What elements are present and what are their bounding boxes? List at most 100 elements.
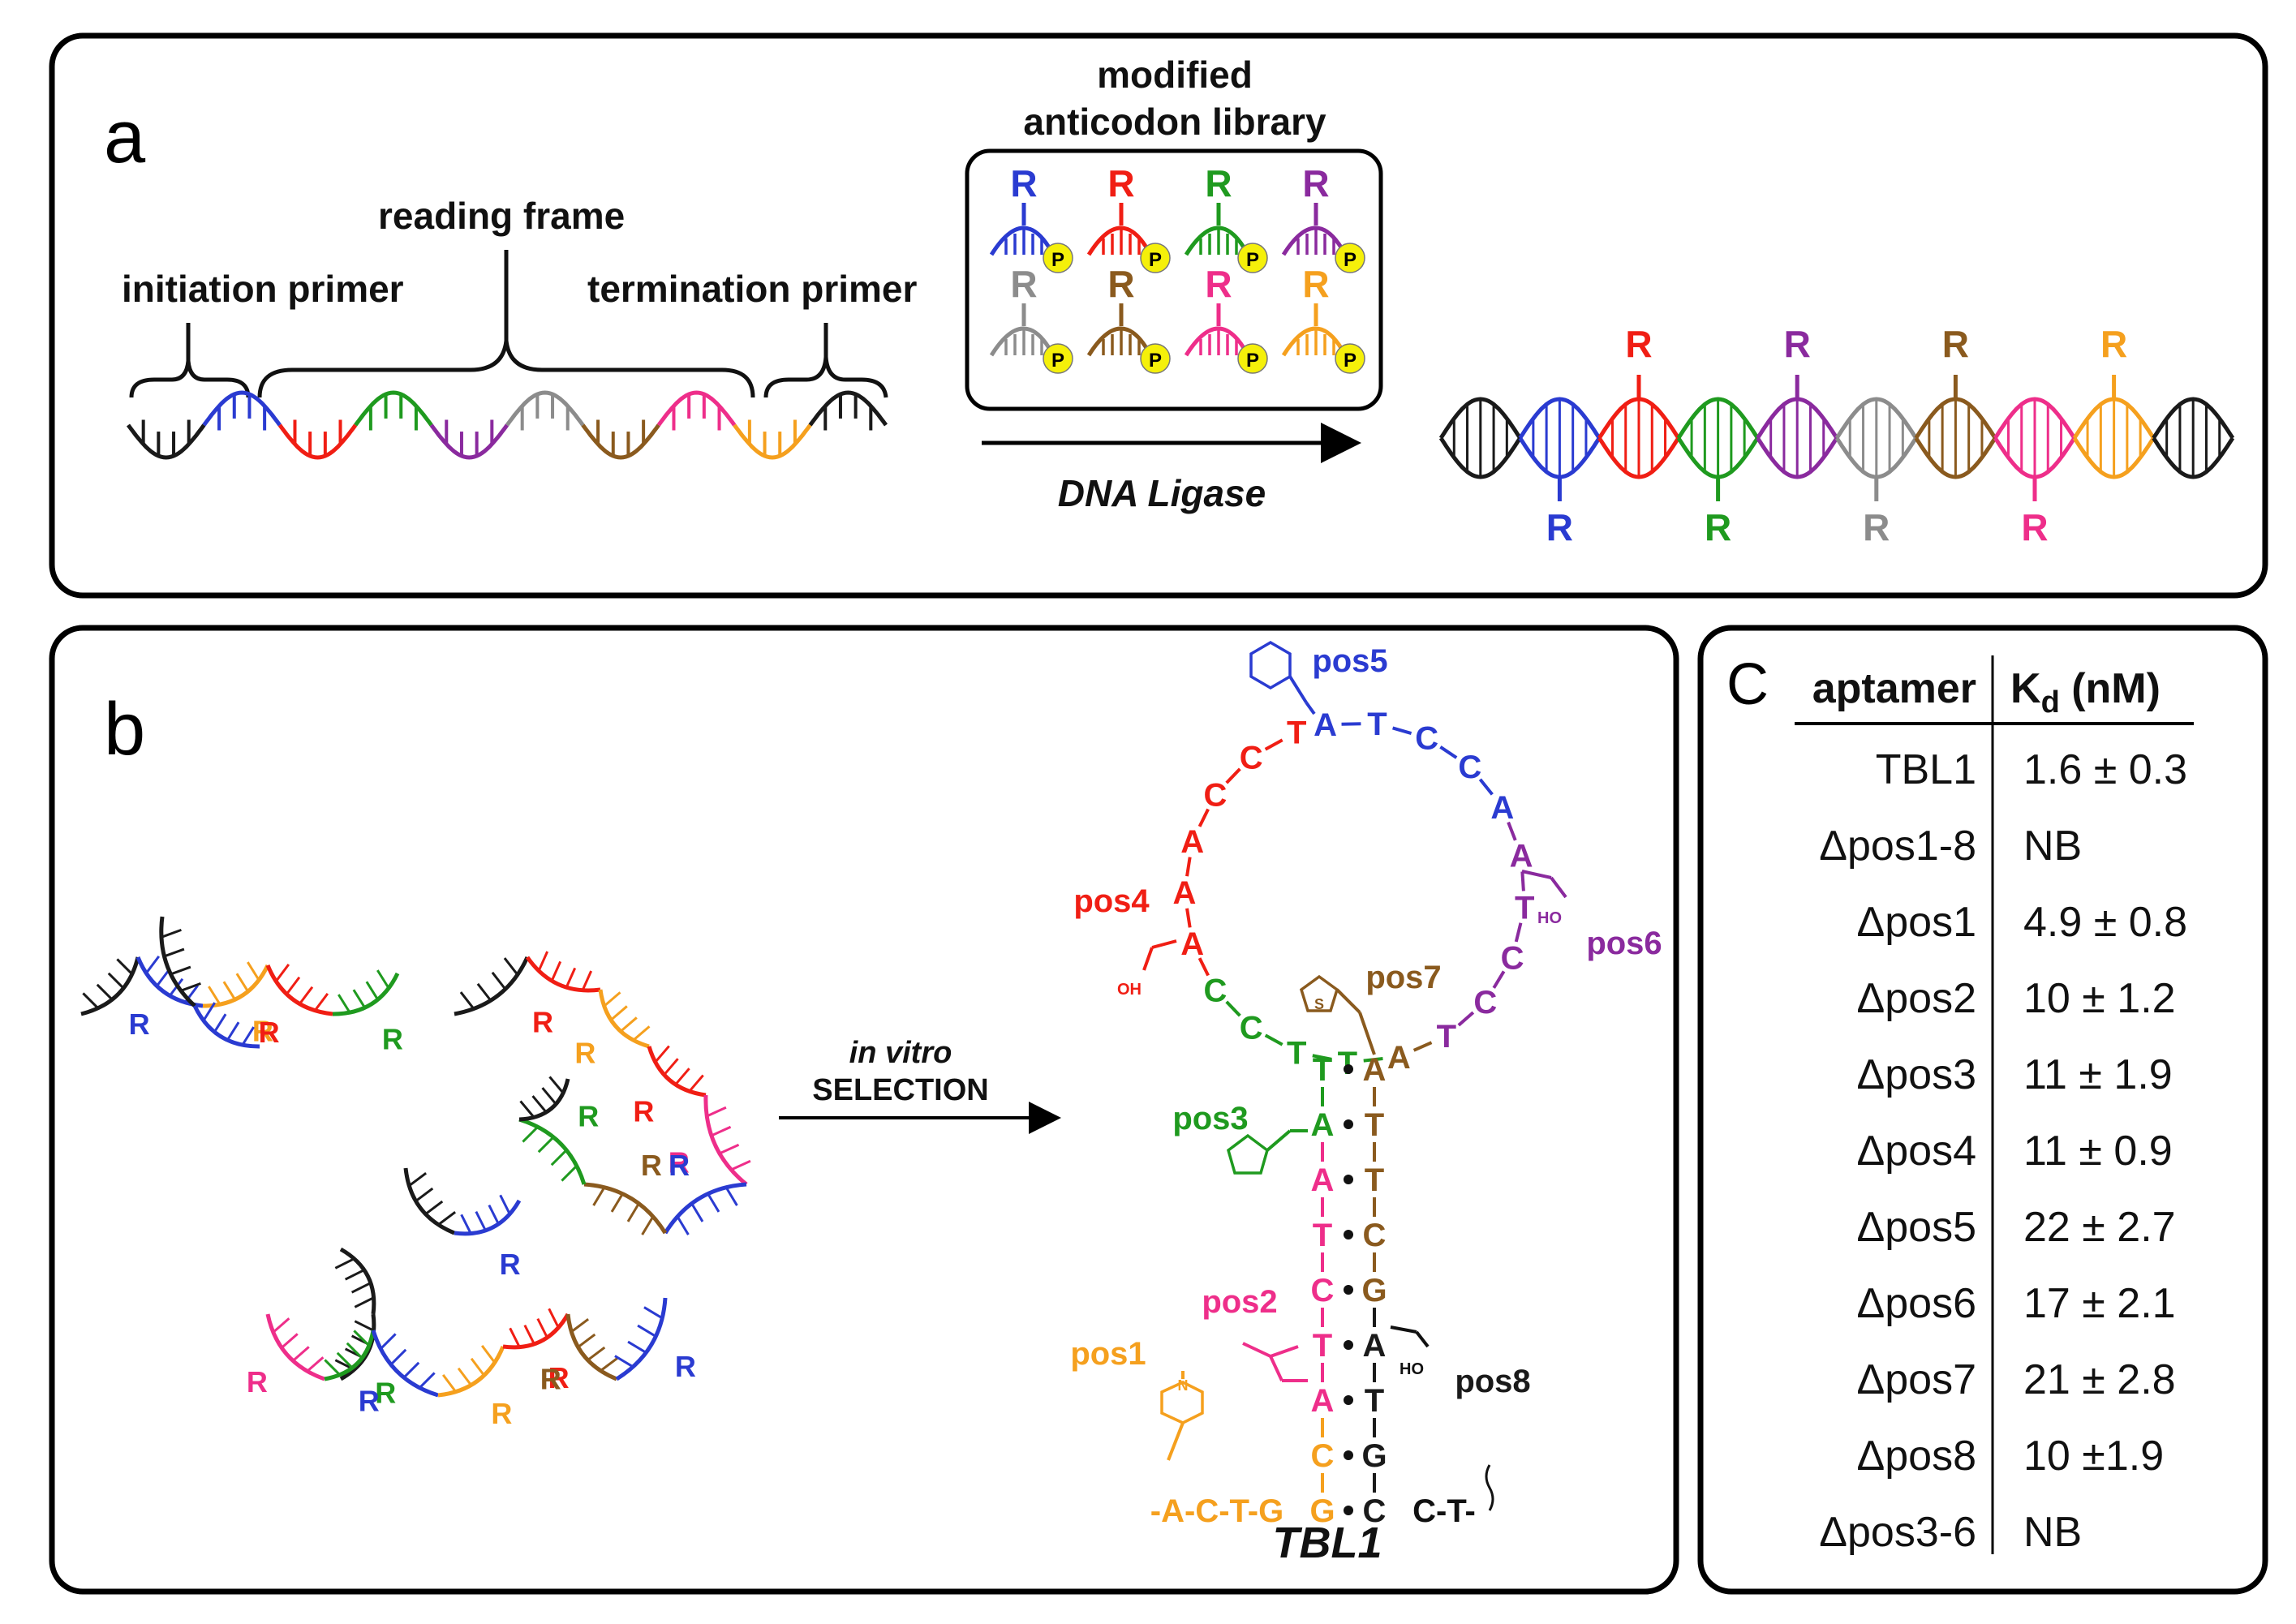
phosphate-circle (1335, 243, 1365, 273)
pool-strand-segment (80, 956, 140, 1016)
residue-label: R (1302, 162, 1329, 204)
pool-residue-label: R (669, 1145, 690, 1179)
kd-row-value: 11 ± 0.9 (2023, 1128, 2173, 1175)
loop-nucleotide: A (1173, 875, 1197, 911)
pool-base (632, 1025, 651, 1042)
loop-nucleotide: A (1490, 790, 1514, 826)
pool-base (156, 968, 171, 987)
duplex-segment-purple: R (1756, 323, 1839, 479)
anticodon-arc (989, 326, 1054, 357)
pool-residue-label: R (633, 1095, 654, 1128)
stem-right-nucleotide: C (1363, 1218, 1387, 1253)
pool-residue-label: R (252, 1014, 273, 1047)
carboxyl-ho-label: HO (1400, 1360, 1424, 1378)
loop-nucleotide: C (1240, 740, 1263, 775)
pool-base (614, 1355, 634, 1368)
pool-strand-segment (192, 1004, 260, 1049)
pool-strand-segment (454, 956, 530, 1016)
panel-b-label: b (104, 688, 145, 771)
duplex-segment-orange: R (2072, 323, 2156, 479)
strand-backbone (581, 423, 660, 460)
loop-nucleotide: T (1437, 1019, 1456, 1055)
base-pair-dot (1344, 1175, 1353, 1184)
pool-base (475, 1210, 487, 1231)
pool-base (208, 986, 221, 1005)
strand-segment-black (126, 419, 206, 460)
strand-segment-green (354, 390, 433, 431)
pool-base (688, 1074, 704, 1093)
residue-label: R (1010, 263, 1037, 305)
pool-base (730, 1159, 751, 1171)
anticodon-arc (1184, 326, 1249, 357)
anticodon-brown: RP (1086, 263, 1171, 374)
base-pair-dot (1344, 1119, 1353, 1129)
pool-base (706, 1106, 727, 1118)
pool-base (509, 1327, 521, 1348)
loop-nucleotide: A (1510, 839, 1533, 874)
duplex-residue-label: R (1863, 506, 1890, 548)
loop-bond (1520, 871, 1525, 891)
pool-base (161, 928, 182, 939)
pool-residue-label: R (359, 1384, 380, 1417)
pool-base (402, 1361, 420, 1379)
pool-base (643, 1306, 664, 1320)
loop-nucleotide: C (1473, 985, 1497, 1020)
pool-base (592, 1186, 606, 1206)
pool-residue-label: R (669, 1149, 690, 1182)
loop-bond (1478, 778, 1494, 796)
pool-base (531, 1095, 548, 1114)
initiation-primer-brace (129, 323, 251, 398)
in-vitro-label: in vitro (849, 1036, 952, 1070)
initiation-primer-label: initiation primer (122, 268, 404, 310)
anticodon-blue: RP (989, 162, 1073, 273)
pool-strand-segment (202, 964, 270, 1008)
kd-row-value: 17 ± 2.1 (2023, 1280, 2176, 1327)
termination-primer-brace (763, 323, 888, 398)
stem-left-nucleotide: C (1311, 1273, 1335, 1308)
pool-base (202, 1002, 216, 1021)
duplex-segment-black (2152, 397, 2235, 479)
modification-pos8: pos8 (1455, 1364, 1530, 1399)
pool-base (522, 1126, 539, 1143)
anticodon-gray: RP (989, 263, 1073, 374)
pool-residue-label: R (247, 1365, 268, 1398)
anticodon-red: RP (1086, 162, 1171, 273)
pool-base (419, 1372, 436, 1389)
pool-base (663, 1058, 679, 1076)
pool-residue-label: R (500, 1248, 521, 1281)
panel-b-frame (49, 625, 1679, 1595)
pool-base (350, 1282, 372, 1294)
pool-base (476, 982, 492, 1002)
pool-strand-segment (565, 1313, 617, 1381)
kd-row-value: NB (2023, 823, 2082, 870)
kd-row-value: 4.9 ± 0.8 (2023, 899, 2187, 946)
loop-bond (1185, 908, 1192, 928)
pool-base (460, 1214, 472, 1235)
pool-base (637, 1324, 657, 1338)
loop-bond (1225, 1000, 1241, 1017)
strand-break-mark (1485, 1464, 1494, 1511)
base-pair-dot (1344, 1340, 1353, 1350)
modification-pos6: pos6 (1586, 926, 1662, 961)
pool-base (344, 1269, 365, 1281)
loop-nucleotide: T (1515, 890, 1534, 926)
loop-bond (1492, 970, 1506, 989)
kd-unit: (nM) (2060, 665, 2161, 712)
loop-bond (1457, 1011, 1475, 1027)
thiophene-linker (1358, 1012, 1376, 1055)
library-title-line2: anticodon library (1023, 101, 1326, 143)
library-title-line1: modified (1097, 54, 1253, 96)
phosphate-label: P (1051, 350, 1064, 372)
stem-left-nucleotide: T (1313, 1328, 1332, 1364)
stem-right-nucleotide: T (1365, 1162, 1384, 1198)
anticodon-arc (1281, 226, 1346, 256)
stem-right-nucleotide: A (1363, 1328, 1387, 1364)
termination-primer-label: termination primer (587, 268, 918, 310)
anticodon-purple: RP (1281, 162, 1365, 273)
pool-base (499, 1194, 511, 1215)
piperidine-n-label: N (1178, 1377, 1189, 1394)
pool-strand-segment (502, 1313, 570, 1350)
duplex-residue-label: R (1705, 506, 1731, 548)
